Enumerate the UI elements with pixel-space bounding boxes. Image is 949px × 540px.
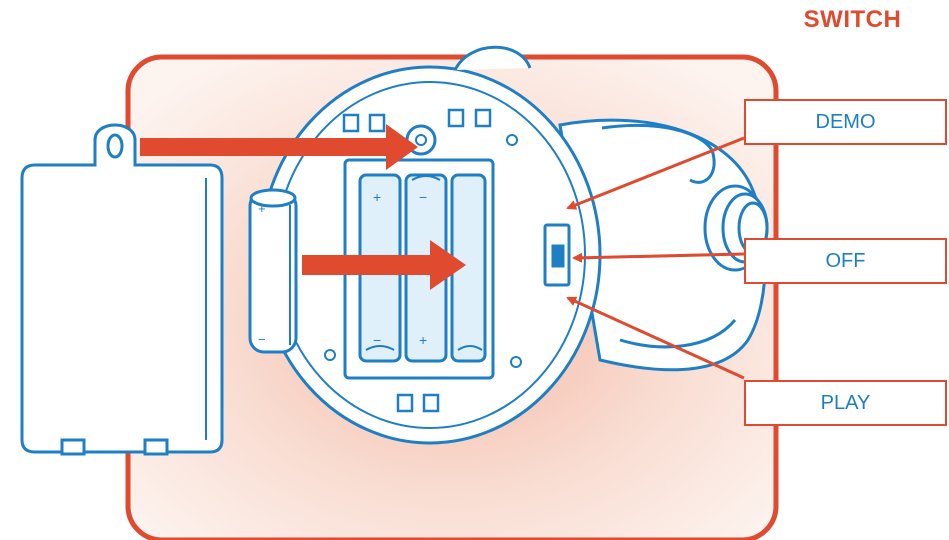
battery-arrow (302, 240, 466, 290)
battery-cover (20, 123, 224, 456)
compartment-plus-left: + (373, 189, 381, 205)
compartment-springs (365, 175, 483, 351)
toy-side-body (558, 118, 767, 372)
off-leader-line (572, 252, 745, 263)
label-off: OFF (744, 238, 947, 284)
slide-switch (543, 223, 571, 287)
demo-leader-line (566, 136, 745, 210)
play-leader-line (566, 296, 745, 380)
compartment-plus-right: + (419, 332, 427, 348)
label-play: PLAY (744, 380, 947, 426)
battery-plus: + (258, 201, 266, 216)
battery-minus: − (258, 332, 266, 347)
switch-title: SWITCH (803, 6, 902, 33)
compartment-minus-right: − (419, 189, 427, 205)
compartment-minus-left: − (373, 332, 381, 348)
base-marks (342, 108, 492, 413)
aa-battery (248, 188, 298, 354)
cover-arrow (140, 124, 418, 170)
label-demo: DEMO (744, 99, 947, 145)
